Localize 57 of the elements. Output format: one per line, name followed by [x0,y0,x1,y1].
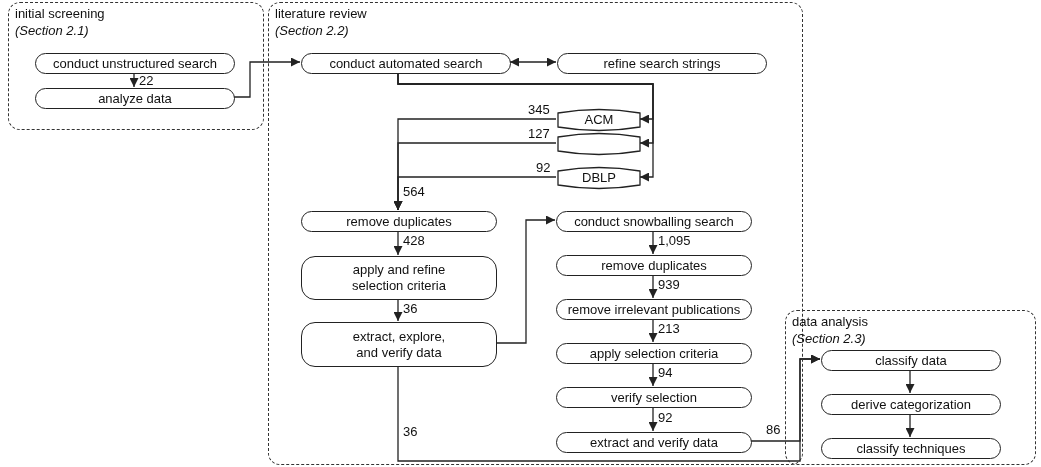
process-step: refine search strings [557,53,767,74]
edge-label: 213 [658,322,680,336]
arrow [648,318,658,343]
edge-label: 92 [658,411,673,425]
process-step: remove duplicates [556,255,752,276]
process-step: derive categorization [821,394,1001,415]
process-step: remove irrelevant publications [556,299,752,320]
database-cylinder: ACM [557,108,641,132]
edge-label: 94 [658,366,673,380]
process-step: remove duplicates [301,211,497,232]
edge-label: 22 [139,74,154,88]
database-cylinder: DBLP [557,166,641,190]
arrow [905,413,915,438]
process-step: classify techniques [821,438,1001,459]
edge-label: 36 [403,302,418,316]
edge-label: 92 [536,161,551,175]
edge-label: 127 [528,127,550,141]
section-reference: (Section 2.3) [792,331,866,347]
database-cylinder [557,132,641,156]
edge-label: 1,095 [658,234,691,248]
arrow [648,274,658,299]
edge-label: 36 [403,425,418,439]
arrow [509,57,557,67]
process-step: verify selection [556,387,752,408]
process-step: extract and verify data [556,432,752,453]
process-step: apply and refine selection criteria [301,256,497,300]
edge-label: 939 [658,278,680,292]
group-title: initial screening [15,6,105,22]
arrow [393,176,557,211]
process-step: analyze data [35,88,235,109]
process-step: classify data [821,350,1001,371]
process-step: apply selection criteria [556,343,752,364]
arrow [393,230,403,256]
arrow [750,354,821,442]
group-box [8,2,264,130]
edge-label: 428 [403,234,425,248]
process-step: extract, explore, and verify data [301,322,497,367]
arrow [495,215,556,344]
arrow [129,72,139,88]
process-step: conduct snowballing search [556,211,752,232]
arrow [393,298,403,322]
count-label: 564 [403,185,425,199]
edge-label: 345 [528,103,550,117]
group-title: data analysis [792,314,868,330]
arrow [233,57,301,98]
process-step: conduct automated search [301,53,511,74]
arrow [905,369,915,394]
group-box [785,310,1036,465]
arrow [648,362,658,387]
section-reference: (Section 2.1) [15,23,89,39]
arrow [648,230,658,255]
arrow [648,406,658,432]
group-title: literature review [275,6,367,22]
arrow [397,72,654,182]
process-step: conduct unstructured search [35,53,235,74]
edge-label: 86 [766,423,781,437]
section-reference: (Section 2.2) [275,23,349,39]
